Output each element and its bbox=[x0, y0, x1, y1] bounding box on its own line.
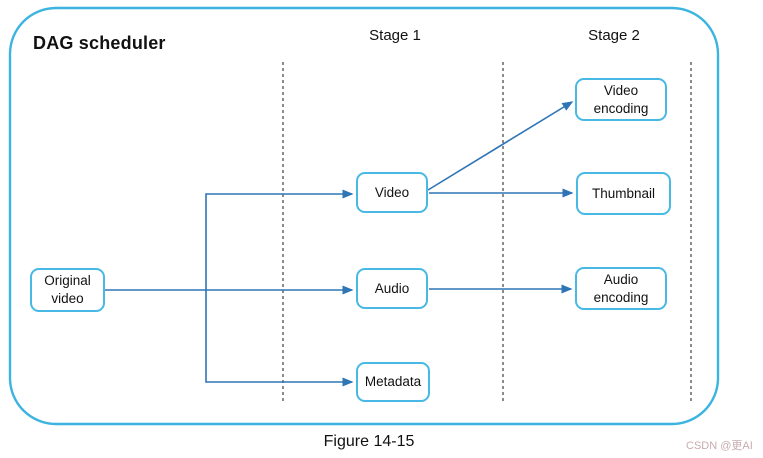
figure-caption: Figure 14-15 bbox=[323, 433, 415, 450]
edge-original-video-to-metadata bbox=[205, 290, 354, 387]
node-metadata-label: Metadata bbox=[364, 374, 422, 390]
node-original-video-label: Original video bbox=[44, 273, 91, 306]
node-video: Video bbox=[356, 172, 428, 213]
edge-video-to-video-encoding bbox=[427, 101, 574, 191]
watermark-text: CSDN @更AI bbox=[686, 440, 753, 452]
node-thumbnail-label: Thumbnail bbox=[591, 185, 656, 201]
diagram-title: DAG scheduler bbox=[33, 33, 166, 53]
node-video-encoding-label: Video encoding bbox=[593, 82, 649, 116]
node-video-label: Video bbox=[374, 184, 410, 200]
node-audio-encoding: Audio encoding bbox=[575, 267, 667, 310]
stage-1-label: Stage 1 bbox=[369, 27, 421, 44]
stage-2-label: Stage 2 bbox=[588, 27, 640, 44]
node-thumbnail: Thumbnail bbox=[576, 172, 671, 215]
node-metadata: Metadata bbox=[356, 362, 430, 402]
node-audio-encoding-label: Audio encoding bbox=[593, 271, 649, 305]
node-audio: Audio bbox=[356, 268, 428, 309]
scheduler-frame bbox=[8, 6, 720, 426]
edge-original-video-to-video bbox=[205, 189, 354, 290]
node-video-encoding: Video encoding bbox=[575, 78, 667, 121]
node-original-video: Original video bbox=[30, 268, 105, 312]
node-audio-label: Audio bbox=[374, 280, 410, 296]
